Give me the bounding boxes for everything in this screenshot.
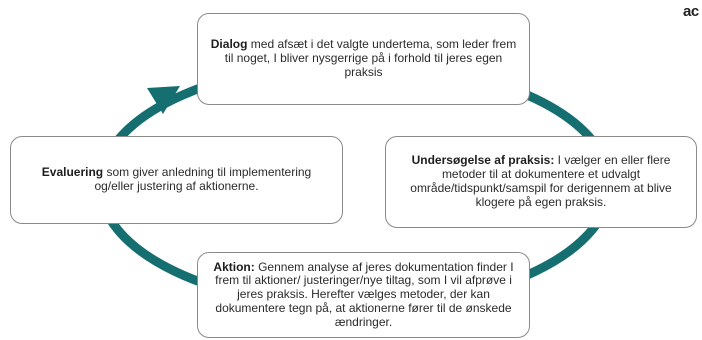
step-undersogelse-title: Undersøgelse af praksis: (411, 153, 555, 168)
step-undersogelse-text: I vælger en eller flere metoder til at d… (410, 153, 672, 209)
step-aktion-box: Aktion: Gennem analyse af jeres dokument… (197, 252, 530, 338)
step-undersogelse-box: Undersøgelse af praksis: I vælger en ell… (385, 136, 697, 228)
step-evaluering-box: Evaluering som giver anledning til imple… (10, 136, 343, 224)
step-aktion-title: Aktion: (213, 259, 255, 274)
step-evaluering-text: som giver anledning til implementering o… (94, 165, 312, 193)
arrow-head-icon (147, 86, 180, 114)
step-dialog-title: Dialog (210, 37, 248, 52)
step-evaluering-title: Evaluering (41, 165, 104, 180)
step-aktion-text: Gennem analyse af jeres dokumentation fi… (215, 259, 514, 329)
step-dialog-text: med afsæt i det valgte undertema, som le… (224, 37, 517, 79)
step-dialog-box: Dialog med afsæt i det valgte undertema,… (197, 13, 530, 105)
logo: ac (683, 3, 699, 20)
